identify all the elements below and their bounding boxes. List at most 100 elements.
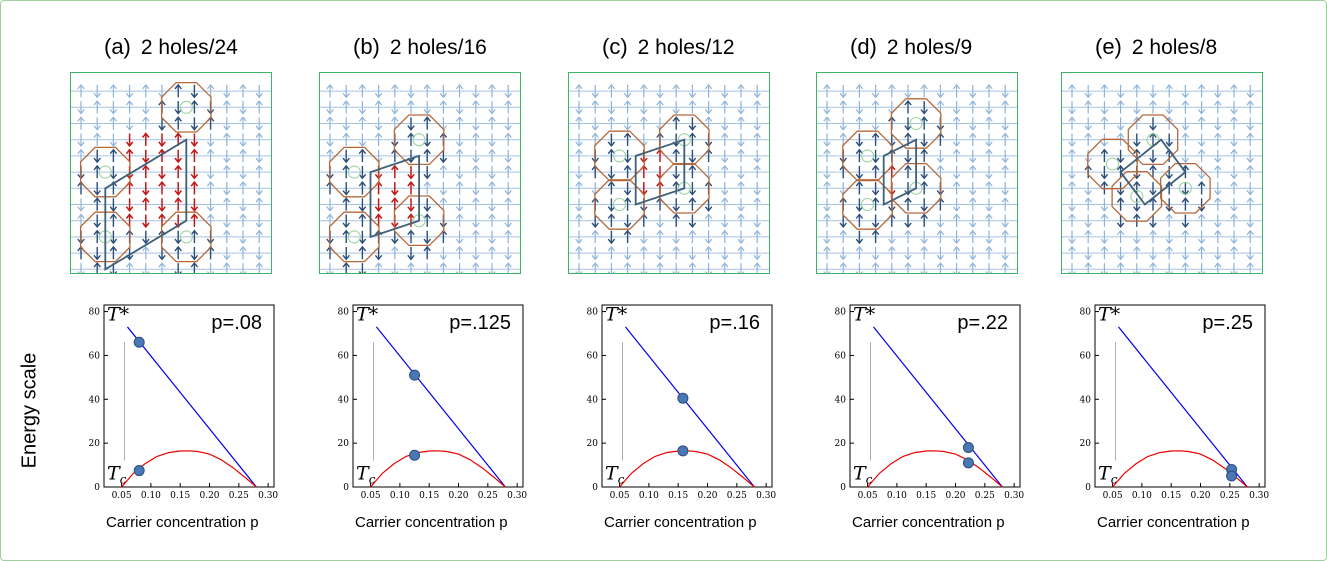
spin-arrow [839, 117, 847, 131]
hole-spin-arrow [93, 214, 101, 229]
spin-arrow [206, 263, 215, 273]
hole-spin-arrow [672, 180, 680, 195]
x-axis-label: Carrier concentration p [604, 514, 757, 531]
spin-arrow [1100, 198, 1109, 212]
spin-arrow [358, 133, 367, 147]
lattice-svg [71, 81, 271, 273]
flipped-spin-arrow [158, 198, 166, 212]
spin-arrow [753, 84, 761, 99]
hole-spin-arrow [623, 197, 632, 211]
spin-arrow [455, 213, 464, 227]
hole-ring [612, 149, 627, 163]
spin-arrow [855, 83, 864, 98]
spin-arrow [472, 197, 480, 211]
spin-arrow [721, 182, 729, 196]
hole-spin-arrow [423, 213, 431, 227]
data-point-marker [677, 445, 689, 457]
hole-spin-arrow [93, 246, 101, 261]
spin-arrow [969, 149, 977, 164]
y-tick-label: 60 [338, 351, 350, 361]
spin-arrow [985, 83, 993, 98]
x-tick-label: 0.20 [448, 491, 468, 501]
spin-arrow [952, 116, 961, 130]
spin-arrow [488, 198, 496, 212]
hole-spin-arrow [174, 101, 182, 115]
spin-arrow [623, 262, 632, 273]
spin-arrow [1084, 229, 1092, 244]
x-axis-label: Carrier concentration p [1097, 514, 1250, 531]
unit-cell [1119, 138, 1187, 206]
spin-arrow [1100, 263, 1109, 273]
y-tick-label: 40 [89, 395, 101, 405]
spin-arrow [737, 245, 745, 260]
hole-spin-arrow [142, 230, 150, 245]
spin-arrow [753, 149, 761, 164]
hole-spin-arrow [1165, 165, 1173, 180]
spin-arrow [823, 245, 831, 260]
spin-arrow [952, 230, 961, 245]
hole-spin-arrow [1133, 133, 1141, 148]
hole-spin-arrow [623, 182, 632, 196]
hole-spin-arrow [607, 230, 616, 245]
spin-arrow [109, 133, 118, 147]
hole-spin-arrow [423, 148, 431, 163]
spin-arrow [952, 213, 961, 227]
spin-arrow [753, 132, 761, 146]
spin-arrow [855, 101, 864, 115]
spin-arrow [969, 197, 977, 211]
spin-arrow [472, 84, 480, 99]
spin-arrow [455, 263, 464, 273]
spin-arrow [936, 149, 945, 164]
spin-arrow [1246, 149, 1254, 164]
spin-arrow [591, 132, 599, 146]
hole-octagon [393, 114, 445, 166]
hole-spin-arrow [342, 197, 350, 211]
spin-arrow [688, 229, 697, 244]
spin-arrow [1149, 100, 1157, 114]
spin-arrow [575, 181, 583, 195]
spin-arrow [1149, 84, 1157, 99]
spin-arrow [1001, 262, 1009, 273]
spin-arrow [839, 246, 847, 261]
spin-arrow [239, 263, 247, 273]
spin-arrow [1181, 149, 1190, 164]
spin-arrow [472, 149, 480, 164]
y-tick-label: 80 [835, 308, 847, 318]
spin-arrow [255, 149, 263, 164]
hole-spin-arrow [904, 149, 912, 164]
y-tick-label: 20 [89, 439, 101, 449]
spin-arrow [239, 213, 247, 227]
hole-spin-arrow [607, 180, 616, 195]
flipped-spin-arrow [374, 198, 383, 212]
flipped-spin-arrow [407, 180, 415, 195]
lattice-diagram [319, 72, 521, 274]
data-point-marker [409, 369, 421, 381]
hole-spin-arrow [623, 214, 632, 229]
spin-arrow [985, 245, 993, 260]
spin-arrow [109, 101, 118, 115]
spin-arrow [223, 164, 231, 179]
spin-arrow [839, 132, 847, 146]
spin-arrow [1214, 214, 1222, 228]
hole-spin-arrow [672, 165, 680, 180]
spin-arrow [607, 245, 616, 260]
spin-arrow [969, 117, 977, 131]
spin-arrow [1068, 133, 1076, 147]
spin-arrow [1246, 117, 1254, 131]
hole-spin-arrow [174, 116, 182, 130]
flipped-spin-arrow [190, 180, 199, 195]
x-tick-label: 0.30 [1004, 491, 1024, 501]
spin-arrow [455, 101, 464, 115]
spin-arrow [1165, 116, 1173, 130]
hole-octagon [328, 211, 380, 263]
spin-arrow [255, 246, 263, 261]
spin-arrow [721, 229, 729, 244]
panel-letter: (a) [104, 34, 131, 59]
spin-arrow [504, 164, 512, 179]
hole-spin-arrow [623, 132, 632, 146]
spin-arrow [737, 263, 745, 273]
spin-arrow [1197, 133, 1206, 147]
spin-arrow [1100, 83, 1109, 98]
spin-arrow [721, 246, 729, 261]
spin-arrow [407, 84, 415, 99]
